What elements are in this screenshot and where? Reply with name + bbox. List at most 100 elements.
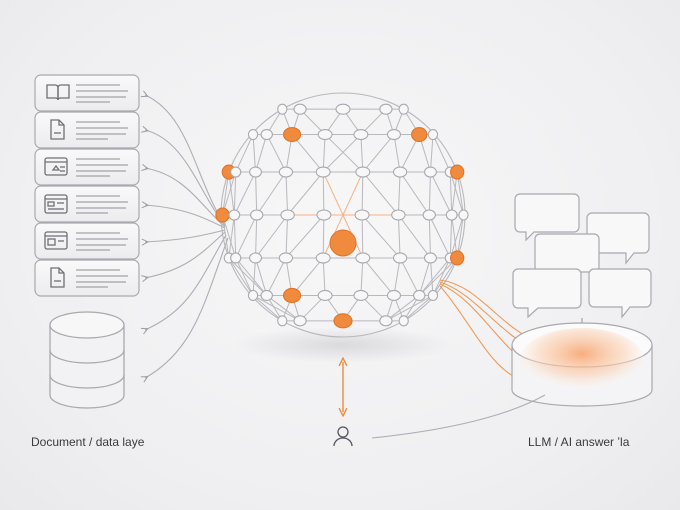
graph-edge (385, 295, 420, 322)
image-card-icon (44, 157, 68, 176)
document-card-5[interactable] (34, 222, 140, 260)
graph-node[interactable] (247, 129, 259, 141)
graph-edge (393, 257, 401, 296)
central-graph-node[interactable] (329, 229, 357, 257)
graph-node[interactable] (386, 129, 402, 141)
graph-edge (361, 214, 401, 259)
graph-node[interactable] (423, 166, 437, 178)
graph-node[interactable] (293, 103, 307, 115)
active-graph-node[interactable] (333, 313, 353, 329)
graph-node[interactable] (230, 252, 242, 264)
document-card-1[interactable] (34, 74, 140, 112)
graph-edge (252, 295, 283, 322)
graph-node[interactable] (413, 289, 426, 301)
graph-node[interactable] (391, 209, 406, 221)
graph-node[interactable] (316, 209, 332, 221)
file-icon (50, 119, 65, 140)
graph-node[interactable] (230, 166, 242, 178)
active-graph-node[interactable] (215, 207, 230, 223)
graph-node[interactable] (278, 252, 294, 264)
graph-node[interactable] (379, 103, 393, 115)
graph-node[interactable] (277, 315, 288, 327)
graph-edge (266, 134, 287, 173)
graph-node[interactable] (317, 289, 333, 301)
graph-edge (235, 214, 258, 259)
graph-edge (255, 134, 268, 173)
graph-edge (399, 257, 420, 296)
graph-node[interactable] (379, 315, 393, 327)
graph-edge (429, 134, 434, 173)
graph-node[interactable] (228, 209, 241, 221)
graph-edge (428, 214, 431, 258)
graph-node[interactable] (315, 252, 331, 264)
active-graph-node[interactable] (450, 250, 465, 266)
graph-node[interactable] (278, 166, 294, 178)
graph-node[interactable] (392, 252, 408, 264)
document-layer-caption: Document / data laye (31, 435, 145, 449)
graph-edge (322, 257, 326, 296)
database-icon (49, 311, 125, 409)
graph-node[interactable] (355, 252, 371, 264)
graph-node[interactable] (260, 129, 273, 141)
graph-edge (362, 171, 399, 216)
document-card-2[interactable] (34, 111, 140, 149)
graph-node[interactable] (353, 289, 369, 301)
graph-node[interactable] (386, 289, 402, 301)
graph-node[interactable] (458, 209, 469, 221)
graph-node[interactable] (398, 103, 409, 115)
graph-node[interactable] (353, 129, 369, 141)
document-card-4[interactable] (34, 185, 140, 223)
graph-edge (418, 257, 451, 296)
graph-edge (228, 214, 235, 259)
graph-edge (266, 257, 287, 296)
graph-node[interactable] (250, 209, 264, 221)
graph-node[interactable] (335, 103, 351, 115)
graph-node[interactable] (427, 129, 439, 141)
graph-node[interactable] (247, 289, 259, 301)
graph-edge (397, 172, 401, 216)
graph-edge (233, 171, 256, 216)
user-to-answer-line (371, 394, 546, 439)
active-graph-node[interactable] (411, 127, 428, 143)
document-card-3[interactable] (34, 148, 140, 186)
chat-bubble-icon (514, 193, 580, 242)
graph-node[interactable] (315, 166, 331, 178)
graph-node[interactable] (422, 209, 436, 221)
graph-edge (291, 134, 324, 173)
graph-node[interactable] (260, 289, 273, 301)
graph-node[interactable] (423, 252, 437, 264)
active-graph-node[interactable] (282, 127, 302, 143)
active-graph-node[interactable] (450, 164, 465, 180)
graph-node[interactable] (293, 315, 307, 327)
graph-edge (285, 172, 289, 216)
graph-node[interactable] (277, 103, 288, 115)
graph-edge (287, 171, 324, 216)
graph-node[interactable] (392, 166, 408, 178)
graph-edge (291, 257, 324, 296)
document-card-6[interactable] (34, 259, 140, 297)
graph-edge (322, 134, 326, 173)
graph-node[interactable] (398, 315, 409, 327)
graph-node[interactable] (280, 209, 295, 221)
graph-node[interactable] (427, 289, 439, 301)
graph-node[interactable] (354, 209, 370, 221)
graph-edge (449, 171, 464, 216)
graph-edge (362, 134, 395, 173)
graph-node[interactable] (249, 252, 263, 264)
chat-bubble-icon (512, 268, 582, 319)
graph-edge (252, 134, 257, 173)
graph-edge (430, 171, 453, 216)
graph-edge (362, 257, 395, 296)
graph-edge (233, 172, 237, 216)
graph-edge (342, 171, 364, 216)
graph-edge (255, 257, 268, 296)
active-graph-node[interactable] (282, 287, 302, 303)
graph-node[interactable] (445, 209, 458, 221)
graph-node[interactable] (249, 166, 263, 178)
graph-node[interactable] (355, 166, 371, 178)
graph-node[interactable] (317, 129, 333, 141)
graph-edge (393, 134, 401, 173)
graph-edge (322, 134, 362, 173)
graph-edge (429, 257, 434, 296)
graph-edge (235, 257, 254, 296)
